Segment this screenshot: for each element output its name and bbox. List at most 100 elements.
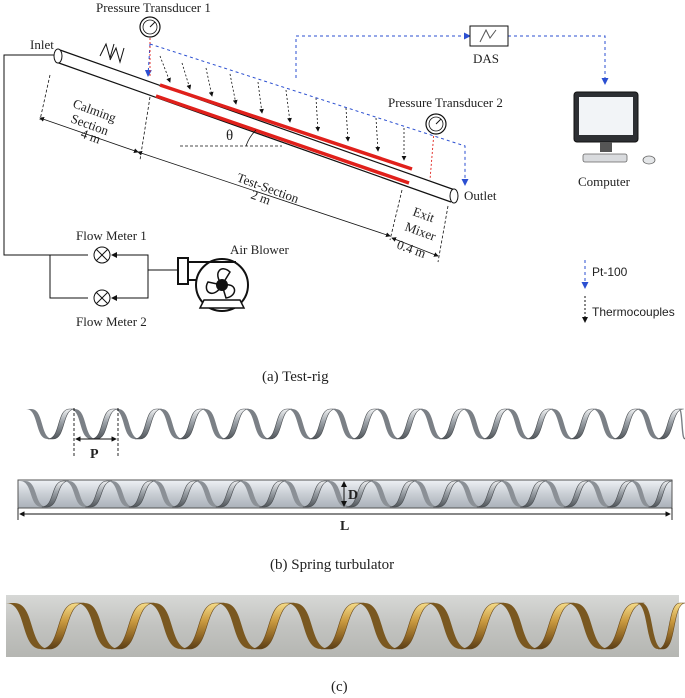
pressure-transducer-2-label: Pressure Transducer 2 [388, 95, 503, 110]
air-blower-icon [177, 257, 249, 312]
spring-coil-back [504, 409, 532, 439]
spring-coil-front [656, 408, 684, 440]
spring-coil-back [368, 481, 395, 507]
exit-mixer-label-line1: Exit [411, 204, 437, 226]
dimension-lines [39, 74, 449, 263]
caption-a: (a) Test-rig [262, 369, 329, 385]
test-section-length: 2 m [249, 187, 273, 208]
spring-coil-front [352, 408, 380, 440]
spring-coil-back [455, 481, 482, 507]
diameter-label: D [348, 488, 358, 503]
spring-coil-back [635, 409, 662, 439]
inlet-opening [53, 48, 63, 64]
spring-in-tube [20, 480, 673, 508]
spring-coil-back [629, 481, 654, 507]
computer-label: Computer [578, 174, 631, 189]
spring-coil-back [461, 409, 488, 439]
spring-coil-back [426, 603, 470, 649]
flow-meter-1-icon [93, 246, 111, 264]
spring-coil-back [200, 409, 227, 439]
legend: Pt-100 Thermocouples [581, 260, 675, 323]
spring-coil-back [496, 603, 540, 649]
flow-meter-2-label: Flow Meter 2 [76, 314, 147, 329]
spring-coil-back [76, 603, 120, 649]
spring-coil-back [287, 409, 314, 439]
spring-coil-front [178, 408, 206, 440]
spring-coil-back [585, 481, 613, 507]
pt100-wiring [144, 32, 609, 186]
spring-coil-back [374, 409, 401, 439]
spring-coil-front [482, 408, 510, 440]
spring-coil-front [91, 408, 119, 440]
calming-section-length: 4 m [79, 126, 103, 147]
air-blower-label: Air Blower [230, 242, 290, 257]
spring-coil-back [330, 409, 358, 439]
spring-coil-back [63, 481, 91, 507]
outlet-opening [449, 188, 459, 204]
theta-label: θ [226, 128, 233, 144]
spring-coil-back [107, 481, 134, 507]
spring-coil-back [636, 603, 664, 649]
spring-coil-back [237, 481, 265, 507]
inlet-label: Inlet [30, 37, 54, 52]
outlet-label: Outlet [464, 188, 497, 203]
spring-coil-back [324, 481, 352, 507]
spring-coil-back [566, 603, 610, 649]
thermocouple-arrows [159, 55, 407, 161]
spring-coil-back [194, 481, 221, 507]
caption-b: (b) Spring turbulator [270, 557, 394, 573]
spring-coil-front [265, 408, 293, 440]
spring-coil-front [607, 480, 635, 508]
caption-c: (c) [331, 679, 348, 695]
spring-coil-front [221, 408, 249, 440]
spring-coil-front [657, 602, 685, 650]
spring-coil-front [308, 408, 336, 440]
spring-photo: (c) [6, 595, 685, 695]
spring-free [26, 408, 685, 440]
spring-coil-back [548, 409, 575, 439]
pitch-label: P [90, 447, 99, 462]
spring-coil-back [417, 409, 445, 439]
spring-coil-front [47, 408, 75, 440]
exit-mixer-length: 0.4 m [395, 237, 428, 261]
pressure-gauge-2-icon [425, 113, 447, 135]
spring-coil-back [150, 481, 178, 507]
length-dimension [17, 508, 673, 520]
spring-coil-back [356, 603, 400, 649]
spring-coil-front [439, 408, 467, 440]
brass-spring [6, 602, 685, 650]
legend-pt100-label: Pt-100 [592, 265, 628, 279]
legend-thermocouples-label: Thermocouples [592, 305, 675, 319]
das-icon [469, 25, 509, 47]
spring-coil-back [69, 409, 97, 439]
spring-coil-back [26, 409, 53, 439]
spring-coil-back [498, 481, 526, 507]
spring-coil-back [281, 481, 308, 507]
spring-coil-back [243, 409, 271, 439]
spring-coil-front [600, 602, 645, 650]
heater-strips [155, 83, 413, 185]
computer-icon [573, 91, 656, 165]
spring-coil-front [648, 480, 673, 508]
flow-meter-1-label: Flow Meter 1 [76, 228, 147, 243]
spring-coil-back [6, 603, 50, 649]
spring-coil-back [542, 481, 569, 507]
pressure-transducer-1-label: Pressure Transducer 1 [96, 0, 211, 15]
pressure-taps [149, 38, 435, 181]
spring-coil-front [569, 408, 597, 440]
pressure-gauge-1-icon [139, 16, 161, 38]
spring-coil-front [395, 408, 423, 440]
flow-meter-2-icon [93, 289, 111, 307]
das-label: DAS [473, 51, 499, 66]
spring-coil-back [113, 409, 140, 439]
spring-coil-front [134, 408, 162, 440]
spring-coil-back [156, 409, 184, 439]
spring-coil-back [146, 603, 190, 649]
spring-coil-back [411, 481, 439, 507]
spring-coil-back [591, 409, 619, 439]
spring-coil-front [613, 408, 641, 440]
spring-coil-back [286, 603, 330, 649]
spring-coil-back [678, 409, 685, 439]
spring-coil-back [216, 603, 260, 649]
